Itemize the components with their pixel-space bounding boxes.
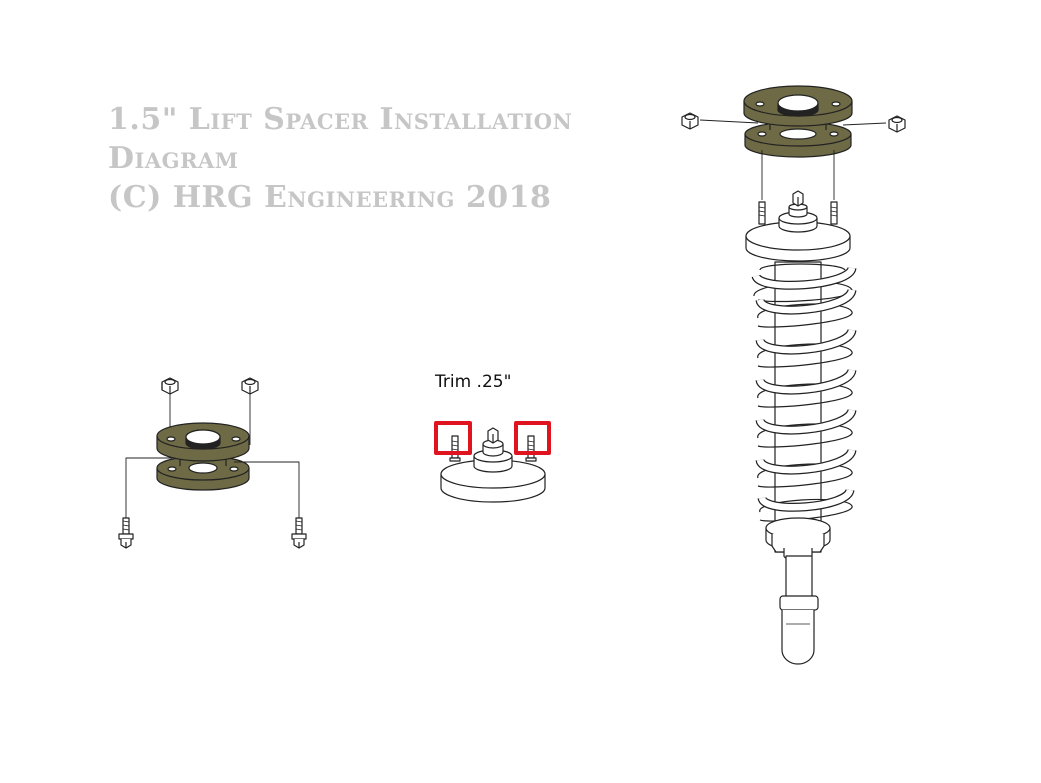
stud-icon bbox=[449, 435, 461, 462]
nut-icon bbox=[888, 115, 906, 133]
title-line-3: (C) HRG Engineering 2018 bbox=[108, 180, 552, 215]
bolt-icon bbox=[291, 517, 307, 549]
stud-icon bbox=[525, 435, 537, 462]
bolt-icon bbox=[118, 517, 134, 549]
diagram-title: 1.5" Lift Spacer Installation Diagram (C… bbox=[108, 100, 668, 217]
nut-icon bbox=[241, 377, 259, 395]
trim-highlight-right bbox=[514, 421, 551, 455]
spacer-kit-exploded bbox=[118, 377, 307, 549]
coil-spring-icon bbox=[751, 263, 857, 522]
spacer-icon bbox=[743, 85, 853, 158]
title-line-2: Diagram bbox=[108, 141, 239, 176]
trim-label: Trim .25" bbox=[435, 372, 512, 392]
strut-assembly bbox=[681, 85, 906, 665]
stud-icon bbox=[758, 201, 766, 225]
title-line-1: 1.5" Lift Spacer Installation bbox=[108, 102, 573, 137]
nut-icon bbox=[681, 112, 699, 130]
trim-highlight-left bbox=[434, 421, 472, 455]
spacer-icon bbox=[156, 422, 250, 491]
stud-icon bbox=[830, 201, 838, 225]
nut-icon bbox=[161, 377, 179, 395]
strut-mount-icon bbox=[434, 421, 551, 503]
